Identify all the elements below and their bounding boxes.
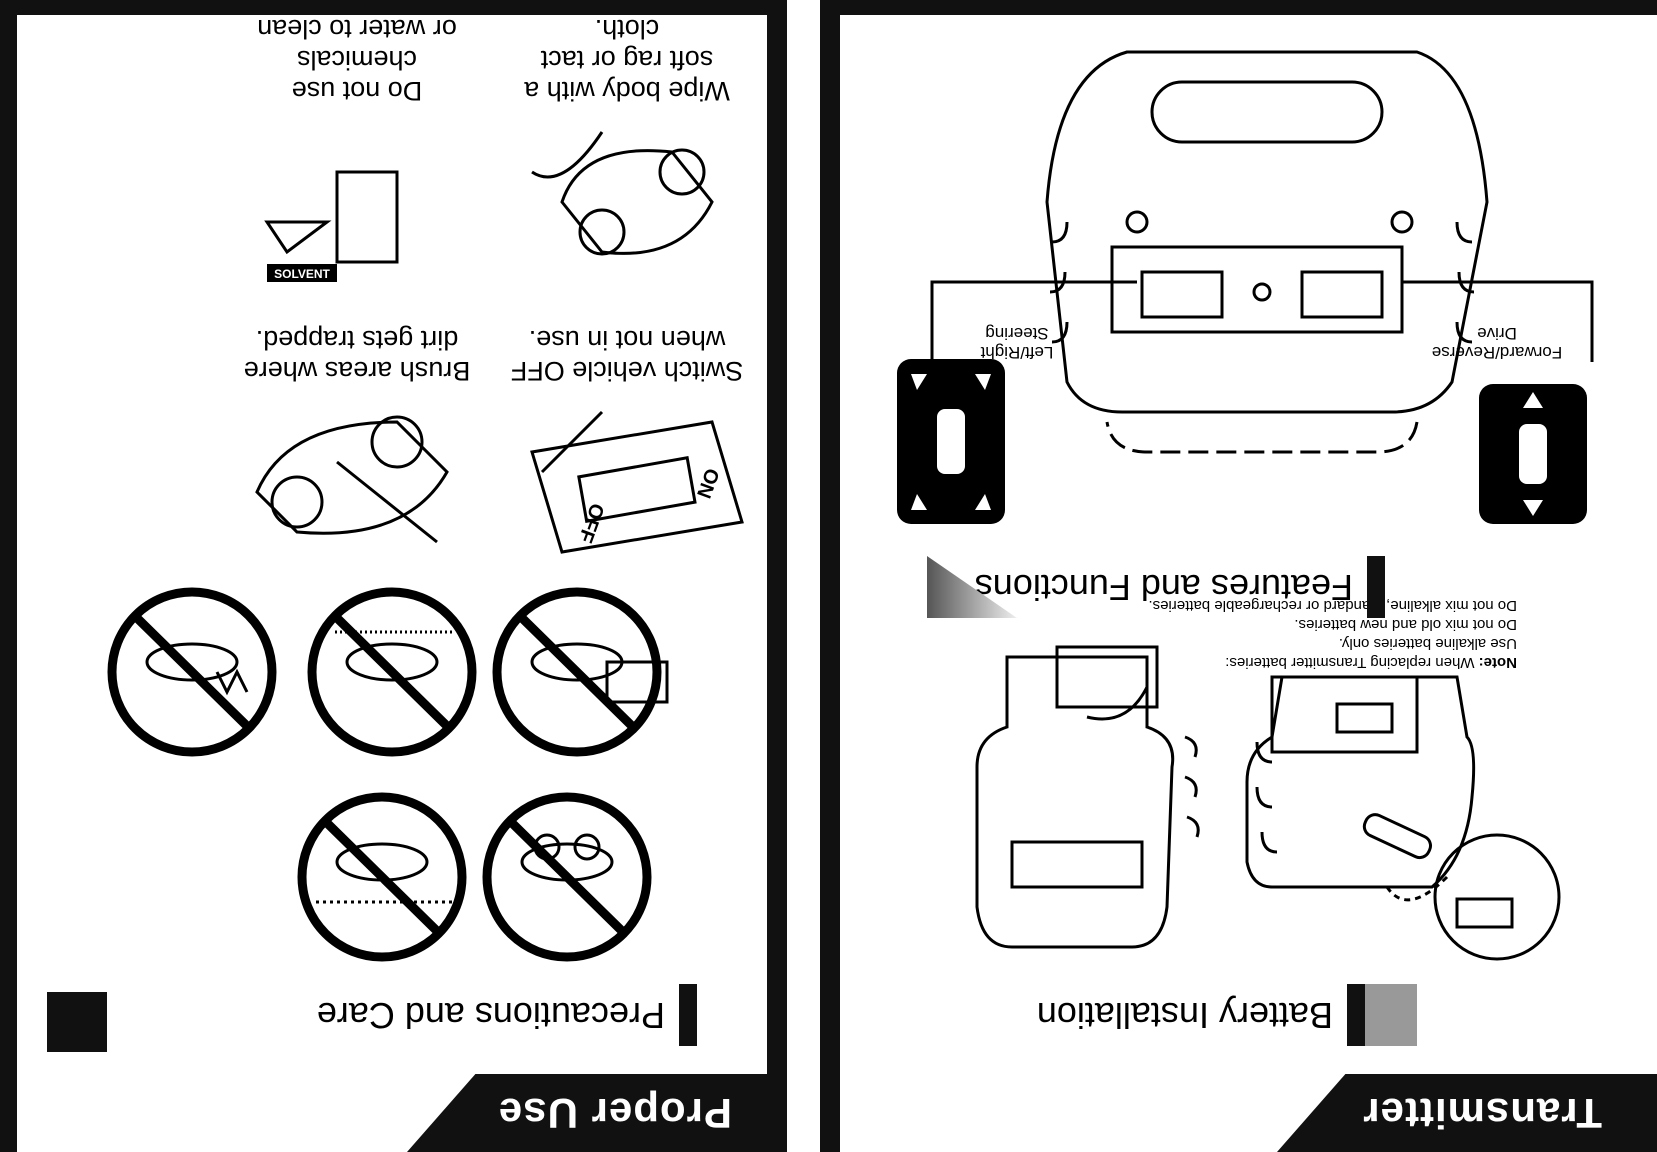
steering-icon <box>897 359 1005 524</box>
car-forward-reverse-icon <box>1519 392 1547 516</box>
switch-caption-line-2: when not in use. <box>528 325 726 355</box>
brush-caption: Brush areas where dirt gets trapped. <box>237 324 477 386</box>
transmitter-page: Transmitter Battery Installation <box>840 15 1657 1152</box>
heading-bar <box>679 984 697 1046</box>
switch-caption: Switch vehicle OFF when not in use. <box>507 324 747 386</box>
transmitter-tab: Transmitter <box>1277 1074 1657 1152</box>
heading-grey-block <box>1365 984 1417 1046</box>
do-not-drive-illustrations <box>107 587 669 962</box>
heading-bar <box>1347 984 1365 1046</box>
wipe-caption-line-1: Wipe body with a <box>524 76 730 106</box>
chemicals-caption: Do not use chemicals or water to clean <box>237 13 477 106</box>
battery-installation-title: Battery Installation <box>1036 995 1333 1036</box>
battery-installation-heading: Battery Installation <box>1037 984 1365 1046</box>
corner-black-block <box>47 992 107 1052</box>
car-left-right-icon <box>911 374 991 510</box>
switch-off-text: OFF <box>574 500 608 545</box>
brush-car-illustration <box>255 415 449 544</box>
note-line-1: Note: When replacing Transmitter batteri… <box>957 653 1517 672</box>
no-chemicals-illustration: SOLVENT <box>264 170 399 282</box>
proper-use-tab-label: Proper Use <box>497 1090 732 1137</box>
solvent-text: SOLVENT <box>274 267 330 281</box>
proper-use-page: Proper Use Precautions and Care <box>17 13 767 1152</box>
precautions-title: Precautions and Care <box>316 995 665 1036</box>
transmitter-diagram <box>930 50 1594 454</box>
battery-cover-illustration <box>975 645 1200 949</box>
chemicals-caption-line-2: or water to clean <box>257 14 457 44</box>
wipe-caption-line-2: soft rag or tact cloth. <box>540 14 714 75</box>
proper-use-tab: Proper Use <box>407 1074 787 1152</box>
note-lead: Note: <box>1478 654 1517 671</box>
wipe-caption: Wipe body with a soft rag or tact cloth. <box>507 13 747 106</box>
switch-caption-line-1: Switch vehicle OFF <box>510 356 744 386</box>
switch-off-illustration: ON OFF <box>530 410 744 554</box>
note-line-2: Use alkaline batteries only. <box>1338 635 1517 652</box>
drive-icon <box>1479 384 1587 524</box>
features-title: Features and Functions <box>974 567 1353 608</box>
brush-caption-line-1: Brush areas where <box>243 356 471 386</box>
features-heading: Features and Functions <box>975 556 1385 618</box>
transmitter-tab-label: Transmitter <box>1362 1090 1602 1137</box>
precautions-heading: Precautions and Care <box>317 984 697 1046</box>
heading-bar <box>1367 556 1385 618</box>
brush-caption-line-2: dirt gets trapped. <box>255 325 459 355</box>
note-text: When replacing Transmitter batteries: <box>1225 654 1475 671</box>
switch-on-text: ON <box>692 465 723 501</box>
battery-install-illustration <box>1245 675 1561 961</box>
chemicals-caption-line-1: Do not use chemicals <box>291 45 423 106</box>
solvent-can-label <box>267 264 337 282</box>
wipe-car-illustration <box>531 131 714 256</box>
